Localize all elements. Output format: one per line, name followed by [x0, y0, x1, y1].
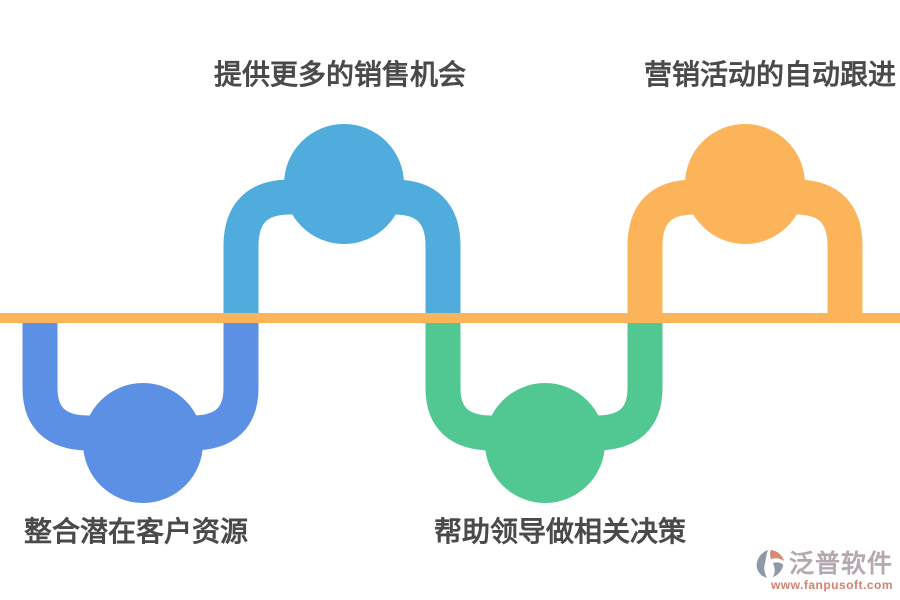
- label-crest-right: 营销活动的自动跟进: [643, 59, 897, 90]
- logo-icon-top-shape: [769, 549, 785, 562]
- wave-crest-right-circle: [685, 124, 805, 244]
- wave-crest-left-circle: [284, 124, 404, 244]
- brand-watermark: 泛普软件 www.fanpusoft.com: [748, 547, 893, 592]
- label-trough-center: 帮助领导做相关决策: [433, 516, 687, 547]
- watermark-brand-text: 泛普软件: [788, 550, 893, 578]
- fanpu-logo-icon: [756, 549, 785, 579]
- wave-trough-left-circle: [83, 383, 203, 503]
- baseline-divider: [0, 313, 900, 323]
- watermark-row: 泛普软件: [748, 547, 893, 581]
- logo-icon-bottom-shape: [772, 562, 784, 578]
- watermark-url-text: www.fanpusoft.com: [770, 578, 893, 592]
- wave-trough-center-circle: [485, 383, 605, 503]
- logo-icon-left-shape: [756, 549, 769, 579]
- label-trough-left: 整合潜在客户资源: [23, 516, 249, 547]
- label-crest-left: 提供更多的销售机会: [213, 59, 467, 90]
